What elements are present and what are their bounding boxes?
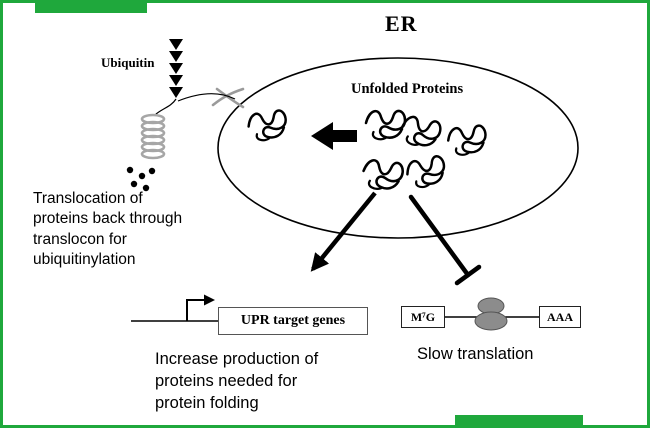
upr-target-genes-box: UPR target genes [218,307,368,335]
slow-translation-note: Slow translation [417,345,534,363]
inhibition-arrow-icon [408,194,482,286]
left-arrow-icon [311,122,357,150]
mrna-ribosome-icon [443,297,539,331]
translocon-coil-icon [140,113,166,160]
ubiquitin-dots-icon [126,166,156,192]
unfolded-proteins-label: Unfolded Proteins [351,81,464,97]
unfolded-protein-icon [245,108,489,193]
translocation-note: Translocation of proteins back through t… [33,190,183,269]
increase-production-note: Increase production of proteins needed f… [155,350,319,412]
green-corner-bar-bottom-right [455,415,583,425]
membrane-crossing-protein-icon [211,87,245,109]
m7g-cap-box: M⁷G [401,306,445,328]
retrotranslocation-path-line [154,93,236,116]
ubiquitin-label: Ubiquitin [101,55,155,70]
green-corner-bar-top-left [35,3,147,13]
polya-tail-box: AAA [539,306,581,328]
er-label: ER [385,11,418,36]
ubiquitin-chain-icon [169,39,183,98]
promoter-arrow-icon [131,294,220,322]
activation-arrow-icon [310,191,377,272]
